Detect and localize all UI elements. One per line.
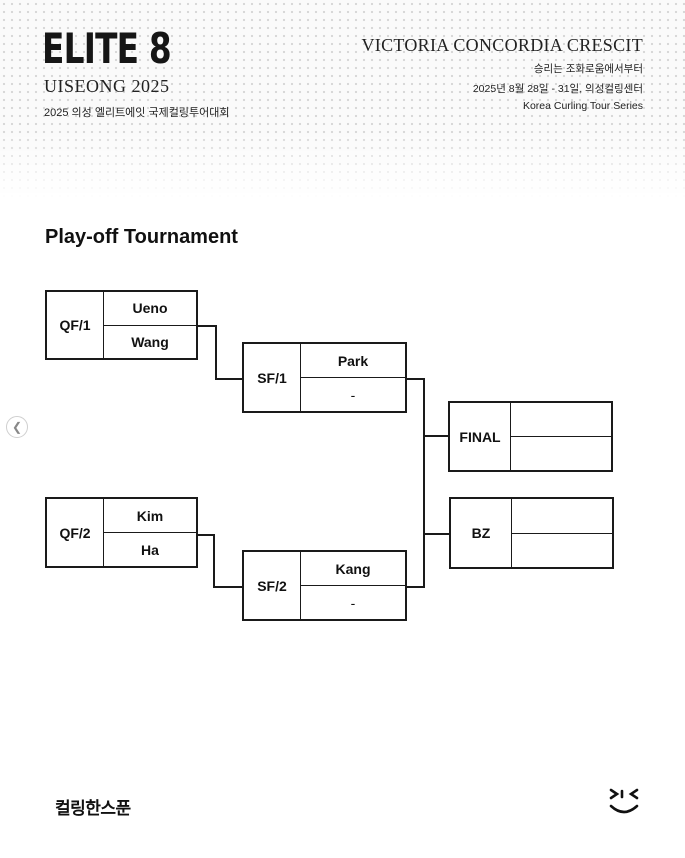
team-slot (511, 403, 611, 436)
event-dates: 2025년 8월 28일 - 31일, 의성컬링센터 (472, 83, 643, 95)
team-slot: Ueno (132, 300, 168, 317)
match-sf2: SF/2 Kang - (242, 550, 407, 621)
match-final: FINAL (448, 401, 613, 472)
team-slot (511, 436, 611, 470)
motto-korean: 승리는 조화로움에서부터 (533, 63, 643, 75)
team-slot (512, 532, 612, 568)
match-label: SF/1 (244, 344, 301, 411)
team-slot (512, 499, 612, 533)
motto: VICTORIA CONCORDIA CRESCIT (361, 35, 643, 55)
series-name: Korea Curling Tour Series (522, 100, 643, 112)
team-slot: Ha (104, 532, 196, 566)
match-sf1: SF/1 Park - (242, 342, 407, 413)
header-dot-pattern (0, 0, 685, 200)
connector-qf2-sf2 (198, 534, 242, 588)
footer-brand: 컬링한스푼 (55, 799, 131, 818)
connector-qf1-sf1 (198, 325, 242, 380)
match-qf2: QF/2 Kim Ha (45, 497, 198, 568)
team-slot: Kang (335, 560, 371, 577)
match-label: FINAL (450, 403, 511, 470)
logo-title: ELITE 8 (42, 24, 172, 73)
logo-subtitle: UISEONG 2025 (44, 76, 170, 96)
team-slot: - (301, 585, 405, 619)
smile-logo-icon (609, 788, 639, 814)
connector-sf1-final (407, 378, 425, 588)
match-label: QF/2 (47, 499, 104, 566)
match-qf1: QF/1 Ueno Wang (45, 290, 198, 360)
team-slot: Park (337, 352, 369, 369)
section-title: Play-off Tournament (45, 226, 238, 248)
team-slot: Wang (104, 324, 196, 359)
match-label: BZ (451, 499, 512, 567)
logo-korean-subtitle: 2025 의성 엘리트에잇 국제컬링투어대회 (44, 107, 230, 119)
match-label: QF/1 (47, 292, 104, 358)
team-slot: Kim (136, 507, 164, 524)
match-label: SF/2 (244, 552, 301, 619)
team-slot: - (301, 377, 405, 411)
match-bz: BZ (449, 497, 614, 569)
chevron-left-icon[interactable]: ❮ (6, 416, 28, 438)
